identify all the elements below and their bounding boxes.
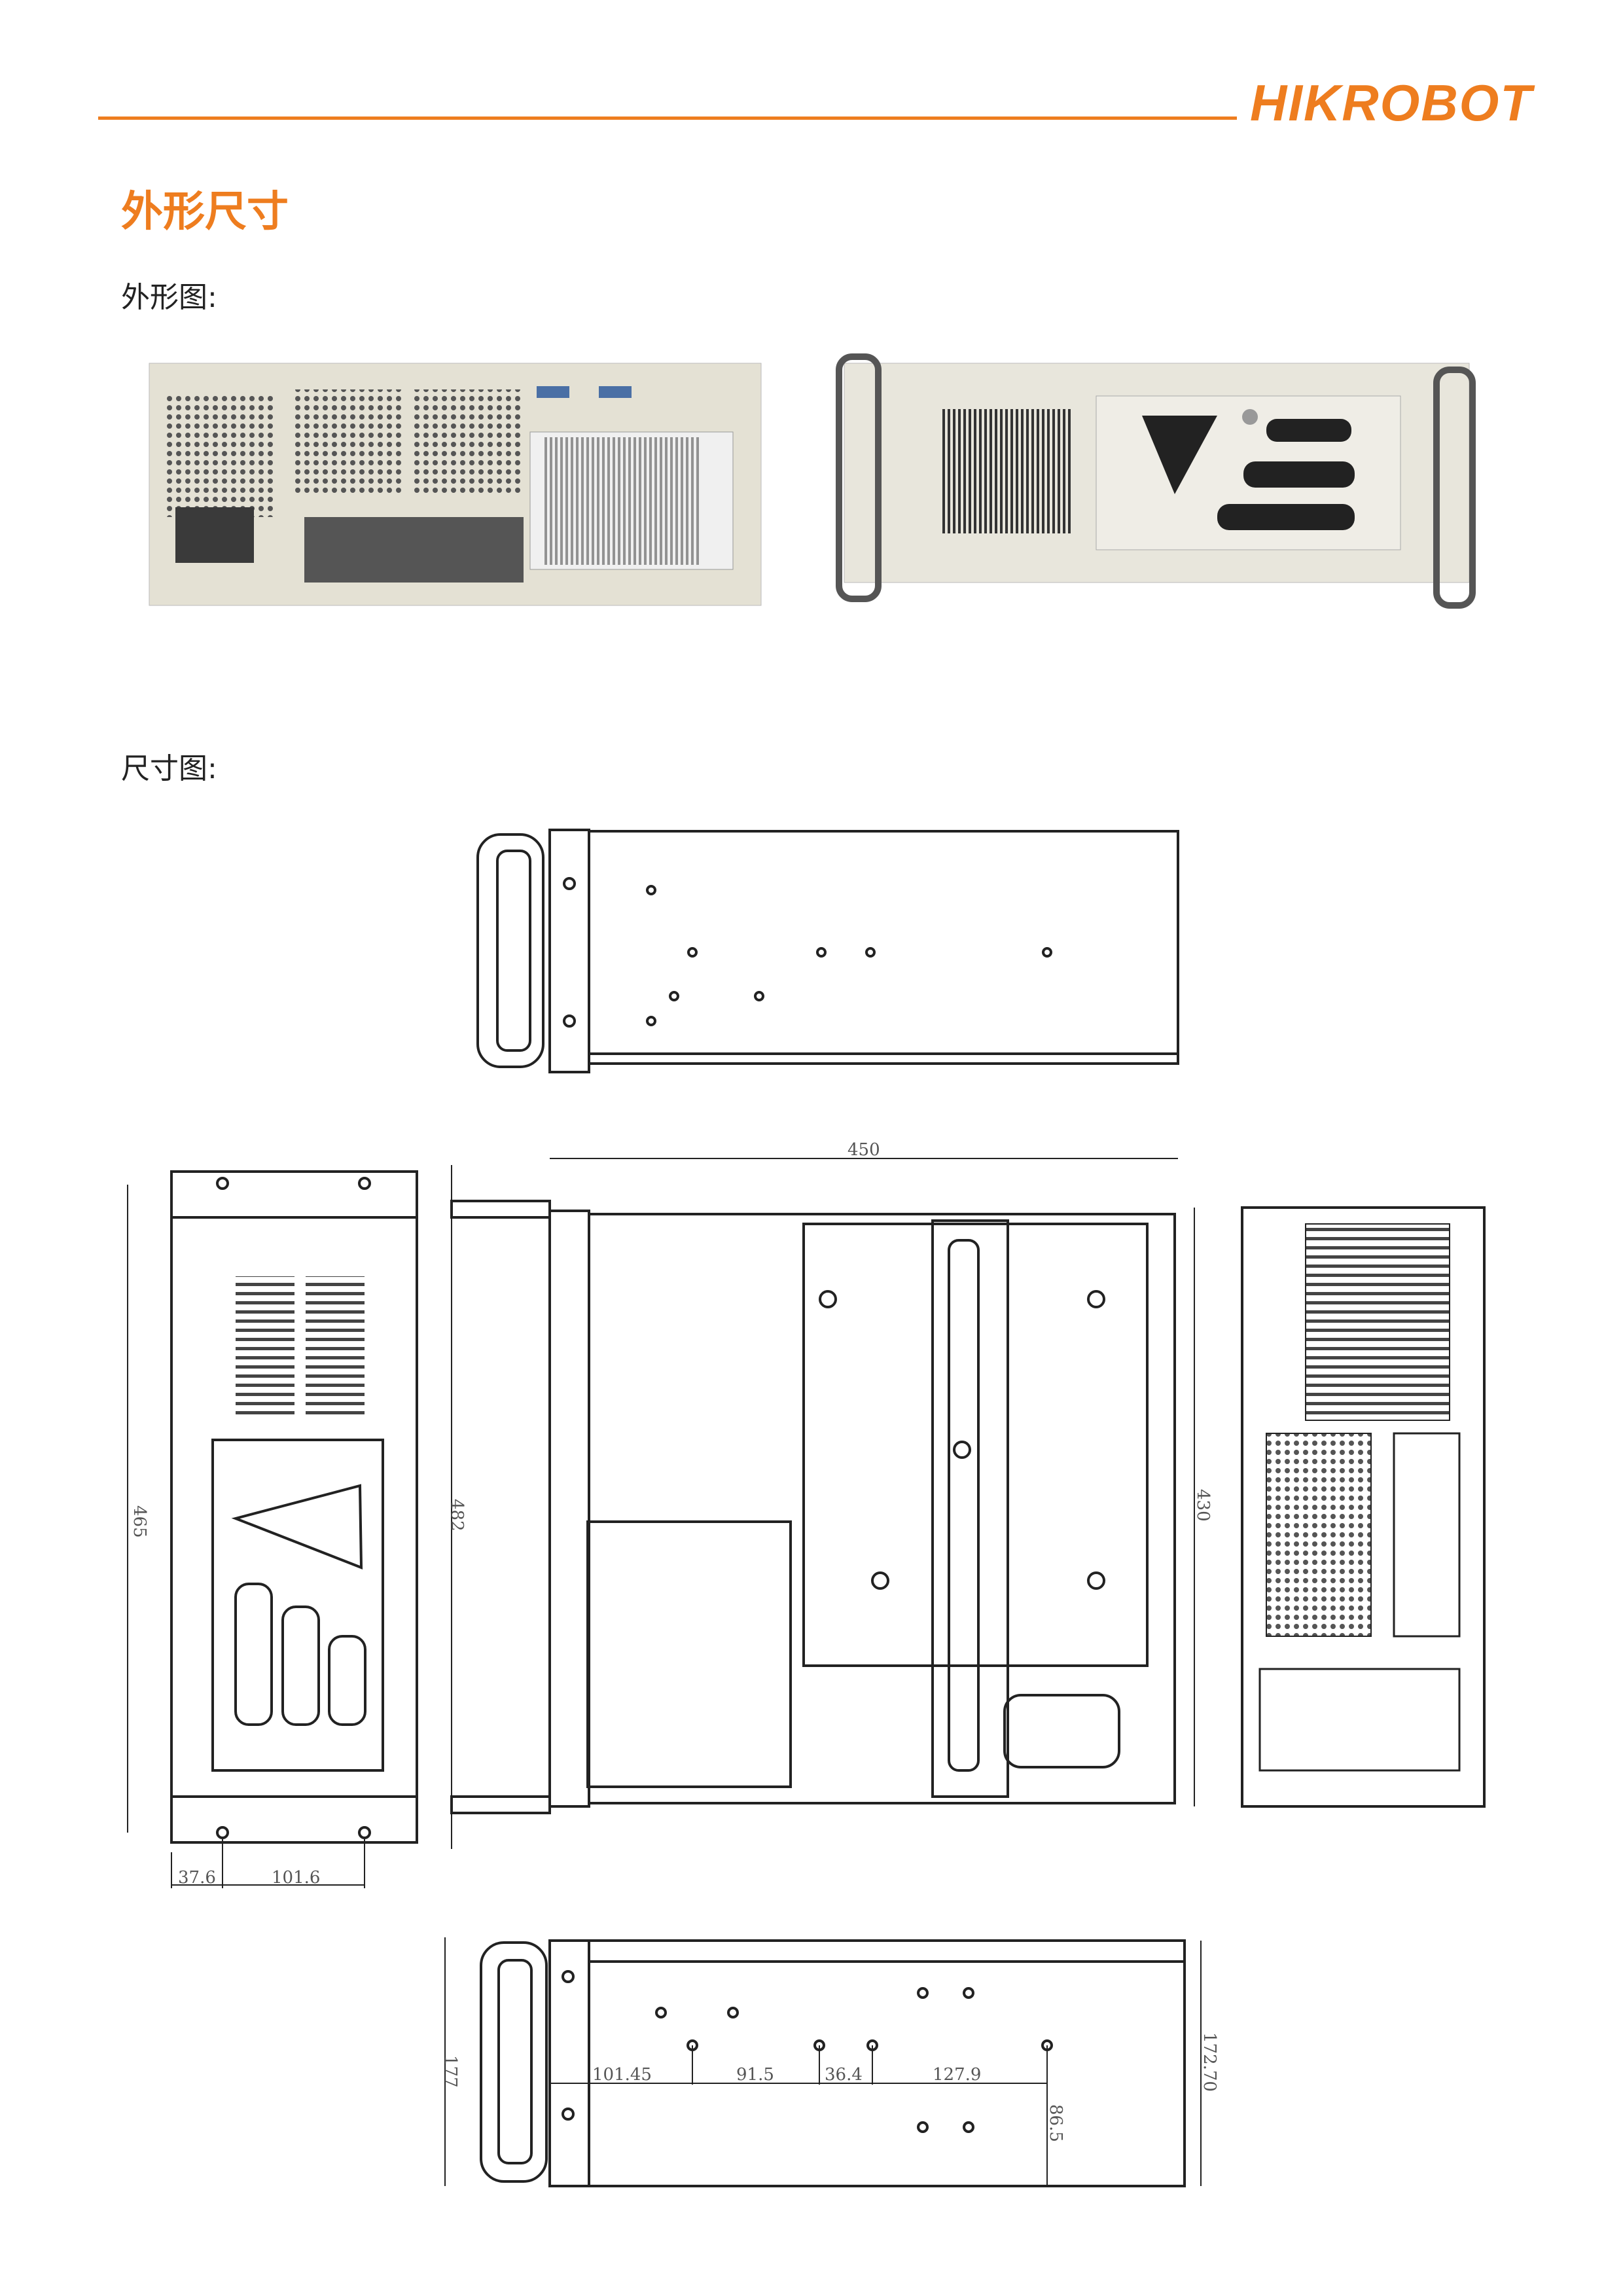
header-divider [98,117,1237,120]
dim-front-height: 465 [130,1505,149,1538]
rear-view-photo [149,363,762,606]
top-view-drawing [450,1158,1195,1849]
dimension-label: 尺寸图: [121,752,217,785]
dim-ear-width: 482 [447,1499,467,1532]
dim-depth: 450 [847,1140,880,1160]
dim-side-inner-height: 172.70 [1200,2032,1219,2092]
front-view-photo [836,353,1476,609]
dim-side-height: 177 [440,2055,460,2088]
front-elevation-drawing [127,1170,418,1888]
side-view-drawing-bottom [444,1937,1202,2187]
dim-hole-offset-1: 37.6 [178,1868,216,1888]
dim-body-width: 430 [1193,1489,1213,1522]
appearance-label: 外形图: [121,281,217,314]
section-title: 外形尺寸 [121,188,289,236]
side-view-drawing-top [476,829,1179,1073]
hikrobot-logo: HIKROBOT [1250,74,1533,132]
dim-hole-spacing-2: 91.5 [736,2065,774,2085]
dim-hole-spacing-4: 127.9 [933,2065,981,2085]
rear-elevation-drawing [1241,1206,1486,1808]
dim-hole-offset-2: 101.6 [272,1868,320,1888]
dim-hole-height: 86.5 [1046,2104,1065,2142]
dim-hole-spacing-1: 101.45 [592,2065,652,2085]
dim-hole-spacing-3: 36.4 [825,2065,863,2085]
